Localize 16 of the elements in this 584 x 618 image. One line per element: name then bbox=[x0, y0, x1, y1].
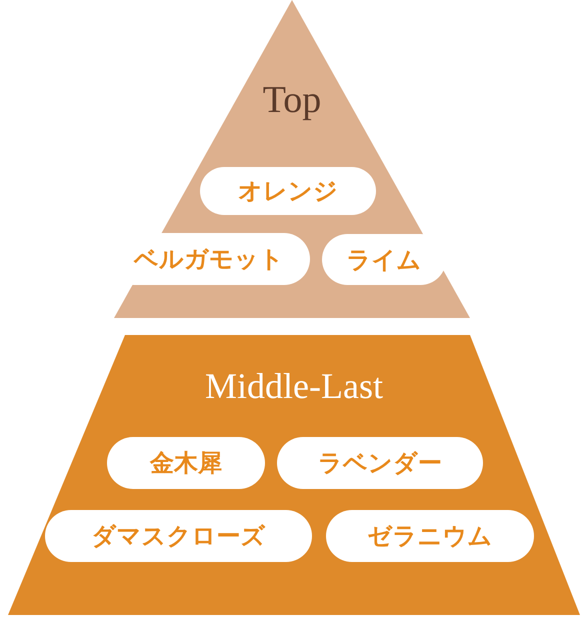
scent-pill bbox=[200, 167, 376, 215]
scent-pill bbox=[45, 510, 312, 562]
scent-pill bbox=[277, 437, 483, 489]
scent-name: ダマスクローズ bbox=[92, 521, 266, 552]
scent-name: 金木犀 bbox=[150, 448, 222, 479]
scent-pill bbox=[326, 510, 534, 562]
trapezoid-tier bbox=[8, 335, 580, 615]
scent-name: ラベンダー bbox=[318, 448, 442, 479]
scent-name: ベルガモット bbox=[134, 244, 284, 275]
tier-heading: Top bbox=[262, 78, 322, 122]
scent-pill bbox=[107, 437, 265, 489]
tier-heading: Middle-Last bbox=[204, 365, 384, 407]
scent-name: オレンジ bbox=[238, 176, 338, 207]
scent-pill bbox=[322, 234, 446, 285]
scent-name: ゼラニウム bbox=[368, 521, 492, 552]
scent-name: ライム bbox=[346, 244, 422, 276]
